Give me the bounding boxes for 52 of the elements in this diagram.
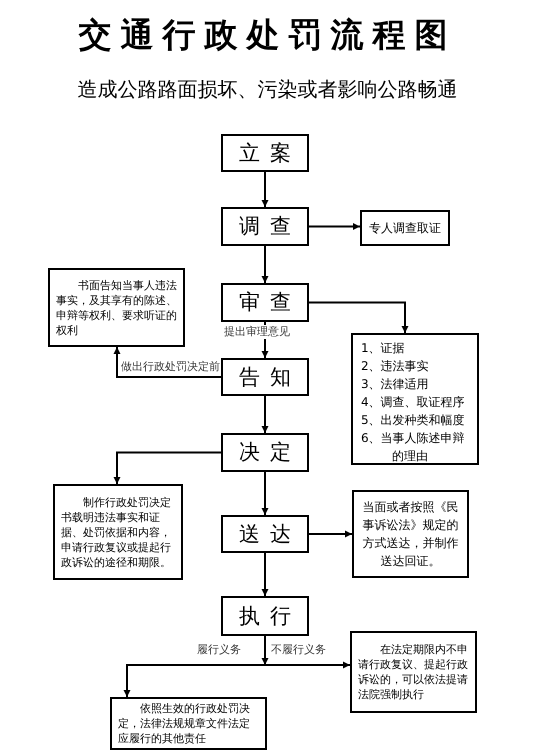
note-text: 在法定期限内不申请行政复议、提起行政诉讼的，可以依法提请法院强制执行: [358, 642, 469, 702]
step-label: 送达: [238, 524, 301, 544]
note-box: [48, 268, 185, 347]
step-label: 立案: [238, 142, 301, 164]
arrow: [309, 530, 352, 538]
process-box: [221, 515, 309, 553]
edge-label: 提出审理意见: [223, 325, 291, 339]
arrow: [309, 223, 360, 230]
process-box: [221, 283, 309, 322]
arrow: [114, 347, 221, 378]
list-item: 3、法律适用: [361, 376, 430, 393]
process-box: [221, 596, 309, 636]
note-text: 制作行政处罚决定书载明违法事实和证据、处罚依据和内容，申请行政复议或提起行政诉讼的途径和期限。: [61, 494, 172, 570]
list-item: 4、调查、取证程序: [361, 394, 466, 411]
process-box: [221, 433, 309, 472]
note-box: [110, 697, 267, 750]
process-box: [221, 134, 309, 172]
title: 交通行政处罚流程图: [78, 14, 458, 56]
step-label: 审查: [238, 292, 301, 313]
arrow: [262, 396, 268, 433]
arrow: [124, 664, 265, 697]
note-text: 依照生效的行政处罚决定，法律法规规章文件法定应履行的其他责任: [118, 701, 251, 746]
process-box: [221, 207, 309, 246]
arrow: [262, 172, 268, 207]
note-box: [360, 210, 450, 246]
note-box: [53, 484, 183, 580]
step-label: 执行: [238, 606, 301, 626]
arrow: [262, 553, 268, 596]
list-item: 5、出发种类和幅度: [361, 412, 466, 429]
arrow: [262, 472, 268, 515]
edge-label: 做出行政处罚决定前: [120, 360, 221, 374]
edge-label: 履行义务: [196, 643, 242, 657]
step-label: 调查: [238, 216, 301, 237]
step-label: 决定: [238, 442, 301, 463]
list-item: 1、证据: [361, 340, 406, 357]
note-box: [352, 490, 469, 578]
edge-label: 不履行义务: [270, 643, 327, 657]
note-box: [351, 333, 479, 465]
note-text: 当面或者按照《民事诉讼法》规定的方式送达，并制作送达回证。: [362, 499, 460, 570]
arrow: [114, 452, 221, 484]
note-box: [350, 631, 477, 713]
list-item: 2、违法事实: [361, 358, 430, 375]
arrow: [262, 636, 268, 665]
arrow: [262, 246, 268, 283]
list-item: 6、当事人陈述申辩的理由: [361, 430, 466, 465]
step-label: 告知: [238, 366, 301, 388]
note-text: 专人调查取证: [369, 220, 441, 237]
arrow: [309, 302, 408, 333]
note-text: 书面告知当事人违法事实，及其享有的陈述、申辩等权利、要求听证的权利: [56, 278, 177, 338]
subtitle: 造成公路路面损坏、污染或者影响公路畅通: [76, 76, 458, 102]
process-box: [221, 358, 309, 396]
arrow: [265, 662, 350, 668]
